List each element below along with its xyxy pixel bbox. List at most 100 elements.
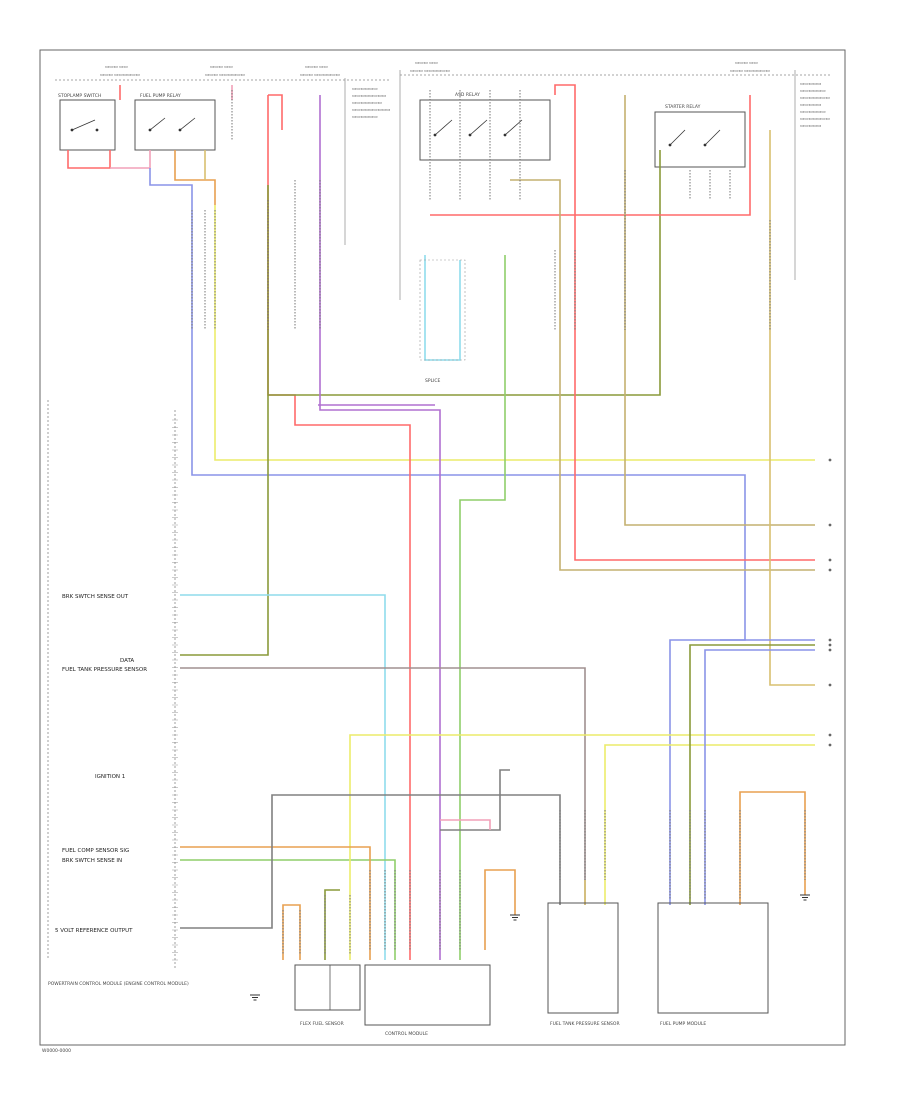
wire-purple-12	[319, 95, 441, 960]
starter-relay-label: STARTER RELAY	[665, 104, 701, 110]
svg-text:▭▭▭ ▭▭▭▭▭▭: ▭▭▭ ▭▭▭▭▭▭	[205, 73, 245, 78]
wire-green-17	[180, 859, 396, 960]
svg-text:▭▭▭ ▭▭▭▭▭▭: ▭▭▭ ▭▭▭▭▭▭	[100, 73, 140, 78]
control-module-label: CONTROL MODULE	[385, 1031, 428, 1037]
svg-text:▭▭▭▭▭: ▭▭▭▭▭	[800, 124, 821, 129]
fuel-tank-pressure-box: FUEL TANK PRESSURE SENSOR	[547, 902, 620, 1027]
wire-red-0	[67, 150, 111, 169]
wire-orange-21	[180, 846, 371, 960]
control-module-box: CONTROL MODULE	[364, 964, 491, 1037]
wire-harness	[67, 84, 815, 960]
connector-pins	[172, 90, 806, 961]
svg-text:▭▭▭▭▭▭: ▭▭▭▭▭▭	[352, 87, 378, 92]
fuel-pressure-label: FUEL TANK PRESSURE SENSOR	[550, 1021, 620, 1027]
wire-blue-4	[149, 168, 746, 905]
svg-text:▭▭▭ ▭▭: ▭▭▭ ▭▭	[735, 61, 758, 66]
splice-box: SPLICE	[419, 259, 466, 384]
svg-text:▭▭▭▭▭: ▭▭▭▭▭	[800, 103, 821, 108]
wire-orange-35	[282, 904, 301, 960]
wire-yellow-19	[349, 734, 815, 960]
fuel-pump-module-box: FUEL PUMP MODULE	[657, 902, 769, 1027]
wire-red-9	[268, 94, 283, 130]
note-block-2: ▭▭▭▭▭ ▭▭▭▭▭▭ ▭▭▭▭▭▭▭ ▭▭▭▭▭ ▭▭▭▭▭▭ ▭▭▭▭▭▭…	[800, 82, 830, 129]
footer-code: W0000-0000	[42, 1048, 71, 1054]
starter-relay-box: STARTER RELAY	[654, 104, 746, 168]
terminal-dot-3	[828, 568, 832, 572]
wire-pink-2	[110, 150, 151, 169]
wire-tan-29	[769, 130, 815, 686]
wire-pink-24	[440, 819, 491, 830]
svg-text:▭▭▭▭▭▭▭: ▭▭▭▭▭▭▭	[352, 101, 382, 106]
terminal-dot-1	[828, 523, 832, 527]
flex-fuel-sensor-box: FLEX FUEL SENSOR	[294, 964, 361, 1027]
flex-sensor-label: FLEX FUEL SENSOR	[300, 1021, 344, 1027]
svg-text:▭▭▭▭▭▭: ▭▭▭▭▭▭	[800, 110, 826, 115]
svg-text:▭▭▭▭▭▭▭: ▭▭▭▭▭▭▭	[800, 96, 830, 101]
wire-green-16	[459, 255, 506, 960]
terminal-dot-0	[828, 458, 832, 462]
pcm-label-fuel-comp: FUEL COMP SENSOR SIG	[62, 848, 129, 854]
diagram-frame	[39, 49, 846, 1046]
wire-brown-18	[180, 667, 586, 905]
brake-switch-label: STOPLAMP SWITCH	[58, 93, 101, 99]
svg-text:▭▭▭▭▭▭: ▭▭▭▭▭▭	[800, 89, 826, 94]
svg-text:▭▭▭ ▭▭▭▭▭▭: ▭▭▭ ▭▭▭▭▭▭	[730, 69, 770, 74]
pcm-label-data: DATA	[120, 658, 134, 664]
wire-olive-27	[510, 179, 815, 571]
pcm-label-brk-out: BRK SWTCH SENSE OUT	[62, 594, 129, 600]
pcm-labels: BRK SWTCH SENSE OUT DATA FUEL TANK PRESS…	[48, 594, 189, 987]
wire-cyan-15	[424, 255, 461, 361]
ground-symbols	[250, 894, 810, 1001]
wire-orange-33	[739, 791, 806, 905]
wire-red-25	[554, 84, 815, 561]
svg-text:▭▭▭▭▭▭▭▭: ▭▭▭▭▭▭▭▭	[352, 94, 386, 99]
wire-red-26	[430, 95, 751, 216]
svg-text:▭▭▭▭▭▭: ▭▭▭▭▭▭	[352, 115, 378, 120]
splice-label: SPLICE	[425, 378, 441, 384]
terminal-dot-4	[828, 638, 832, 642]
pcm-label-title: POWERTRAIN CONTROL MODULE (ENGINE CONTRO…	[48, 981, 189, 987]
terminal-dot-6	[828, 648, 832, 652]
wire-orange-3	[174, 150, 216, 205]
wire-dkgreen-11	[268, 150, 661, 396]
terminal-dot-9	[828, 743, 832, 747]
pcm-label-ignition: IGNITION 1	[95, 774, 125, 780]
note-block-1: ▭▭▭▭▭▭ ▭▭▭▭▭▭▭▭ ▭▭▭▭▭▭▭ ▭▭▭▭▭▭▭▭▭ ▭▭▭▭▭▭	[352, 87, 390, 120]
wire-olive-28	[624, 95, 815, 526]
pcm-label-brk-in: BRK SWTCH SENSE IN	[62, 858, 122, 864]
svg-text:▭▭▭ ▭▭: ▭▭▭ ▭▭	[305, 65, 328, 70]
terminal-dot-5	[828, 643, 832, 647]
fuel-relay-label: FUEL PUMP RELAY	[140, 93, 181, 99]
terminal-dot-7	[828, 683, 832, 687]
svg-text:▭▭▭▭▭▭▭: ▭▭▭▭▭▭▭	[800, 117, 830, 122]
fuel-pump-relay-box: FUEL PUMP RELAY	[134, 93, 216, 151]
wire-yellow-6	[214, 205, 815, 461]
svg-text:▭▭▭ ▭▭▭▭▭▭: ▭▭▭ ▭▭▭▭▭▭	[300, 73, 340, 78]
asd-relay-label: ASD RELAY	[455, 92, 480, 98]
svg-text:▭▭▭▭▭▭▭▭▭: ▭▭▭▭▭▭▭▭▭	[352, 108, 390, 113]
svg-text:▭▭▭ ▭▭▭▭▭▭: ▭▭▭ ▭▭▭▭▭▭	[410, 69, 450, 74]
wire-grey-23	[440, 769, 510, 831]
svg-text:▭▭▭ ▭▭: ▭▭▭ ▭▭	[105, 65, 128, 70]
pcm-label-fuel-tank: FUEL TANK PRESSURE SENSOR	[62, 667, 147, 673]
wire-dkgreen-10	[180, 185, 269, 656]
terminal-dot-8	[828, 733, 832, 737]
wire-blue-31	[704, 649, 815, 905]
pcm-label-5v-ref: 5 VOLT REFERENCE OUTPUT	[55, 928, 133, 934]
wire-red-8	[267, 95, 411, 960]
terminal-dot-2	[828, 558, 832, 562]
fuel-module-label: FUEL PUMP MODULE	[660, 1021, 706, 1027]
right-edge-labels	[828, 458, 832, 747]
svg-text:▭▭▭ ▭▭: ▭▭▭ ▭▭	[415, 61, 438, 66]
wire-dkgreen-36	[324, 889, 340, 960]
wire-orange-37	[484, 869, 516, 950]
svg-text:▭▭▭▭▭: ▭▭▭▭▭	[800, 82, 821, 87]
brake-switch-box: STOPLAMP SWITCH	[58, 93, 116, 151]
wire-yellow-20	[604, 744, 815, 905]
asd-relay-box: ASD RELAY	[419, 92, 551, 161]
pcm-pin-column	[47, 400, 176, 970]
svg-text:▭▭▭ ▭▭: ▭▭▭ ▭▭	[210, 65, 233, 70]
wire-dkgreen-32	[689, 644, 815, 905]
fuse-labels: ▭▭▭ ▭▭ ▭▭▭ ▭▭▭▭▭▭ ▭▭▭ ▭▭ ▭▭▭ ▭▭▭▭▭▭ ▭▭▭ …	[100, 61, 770, 78]
